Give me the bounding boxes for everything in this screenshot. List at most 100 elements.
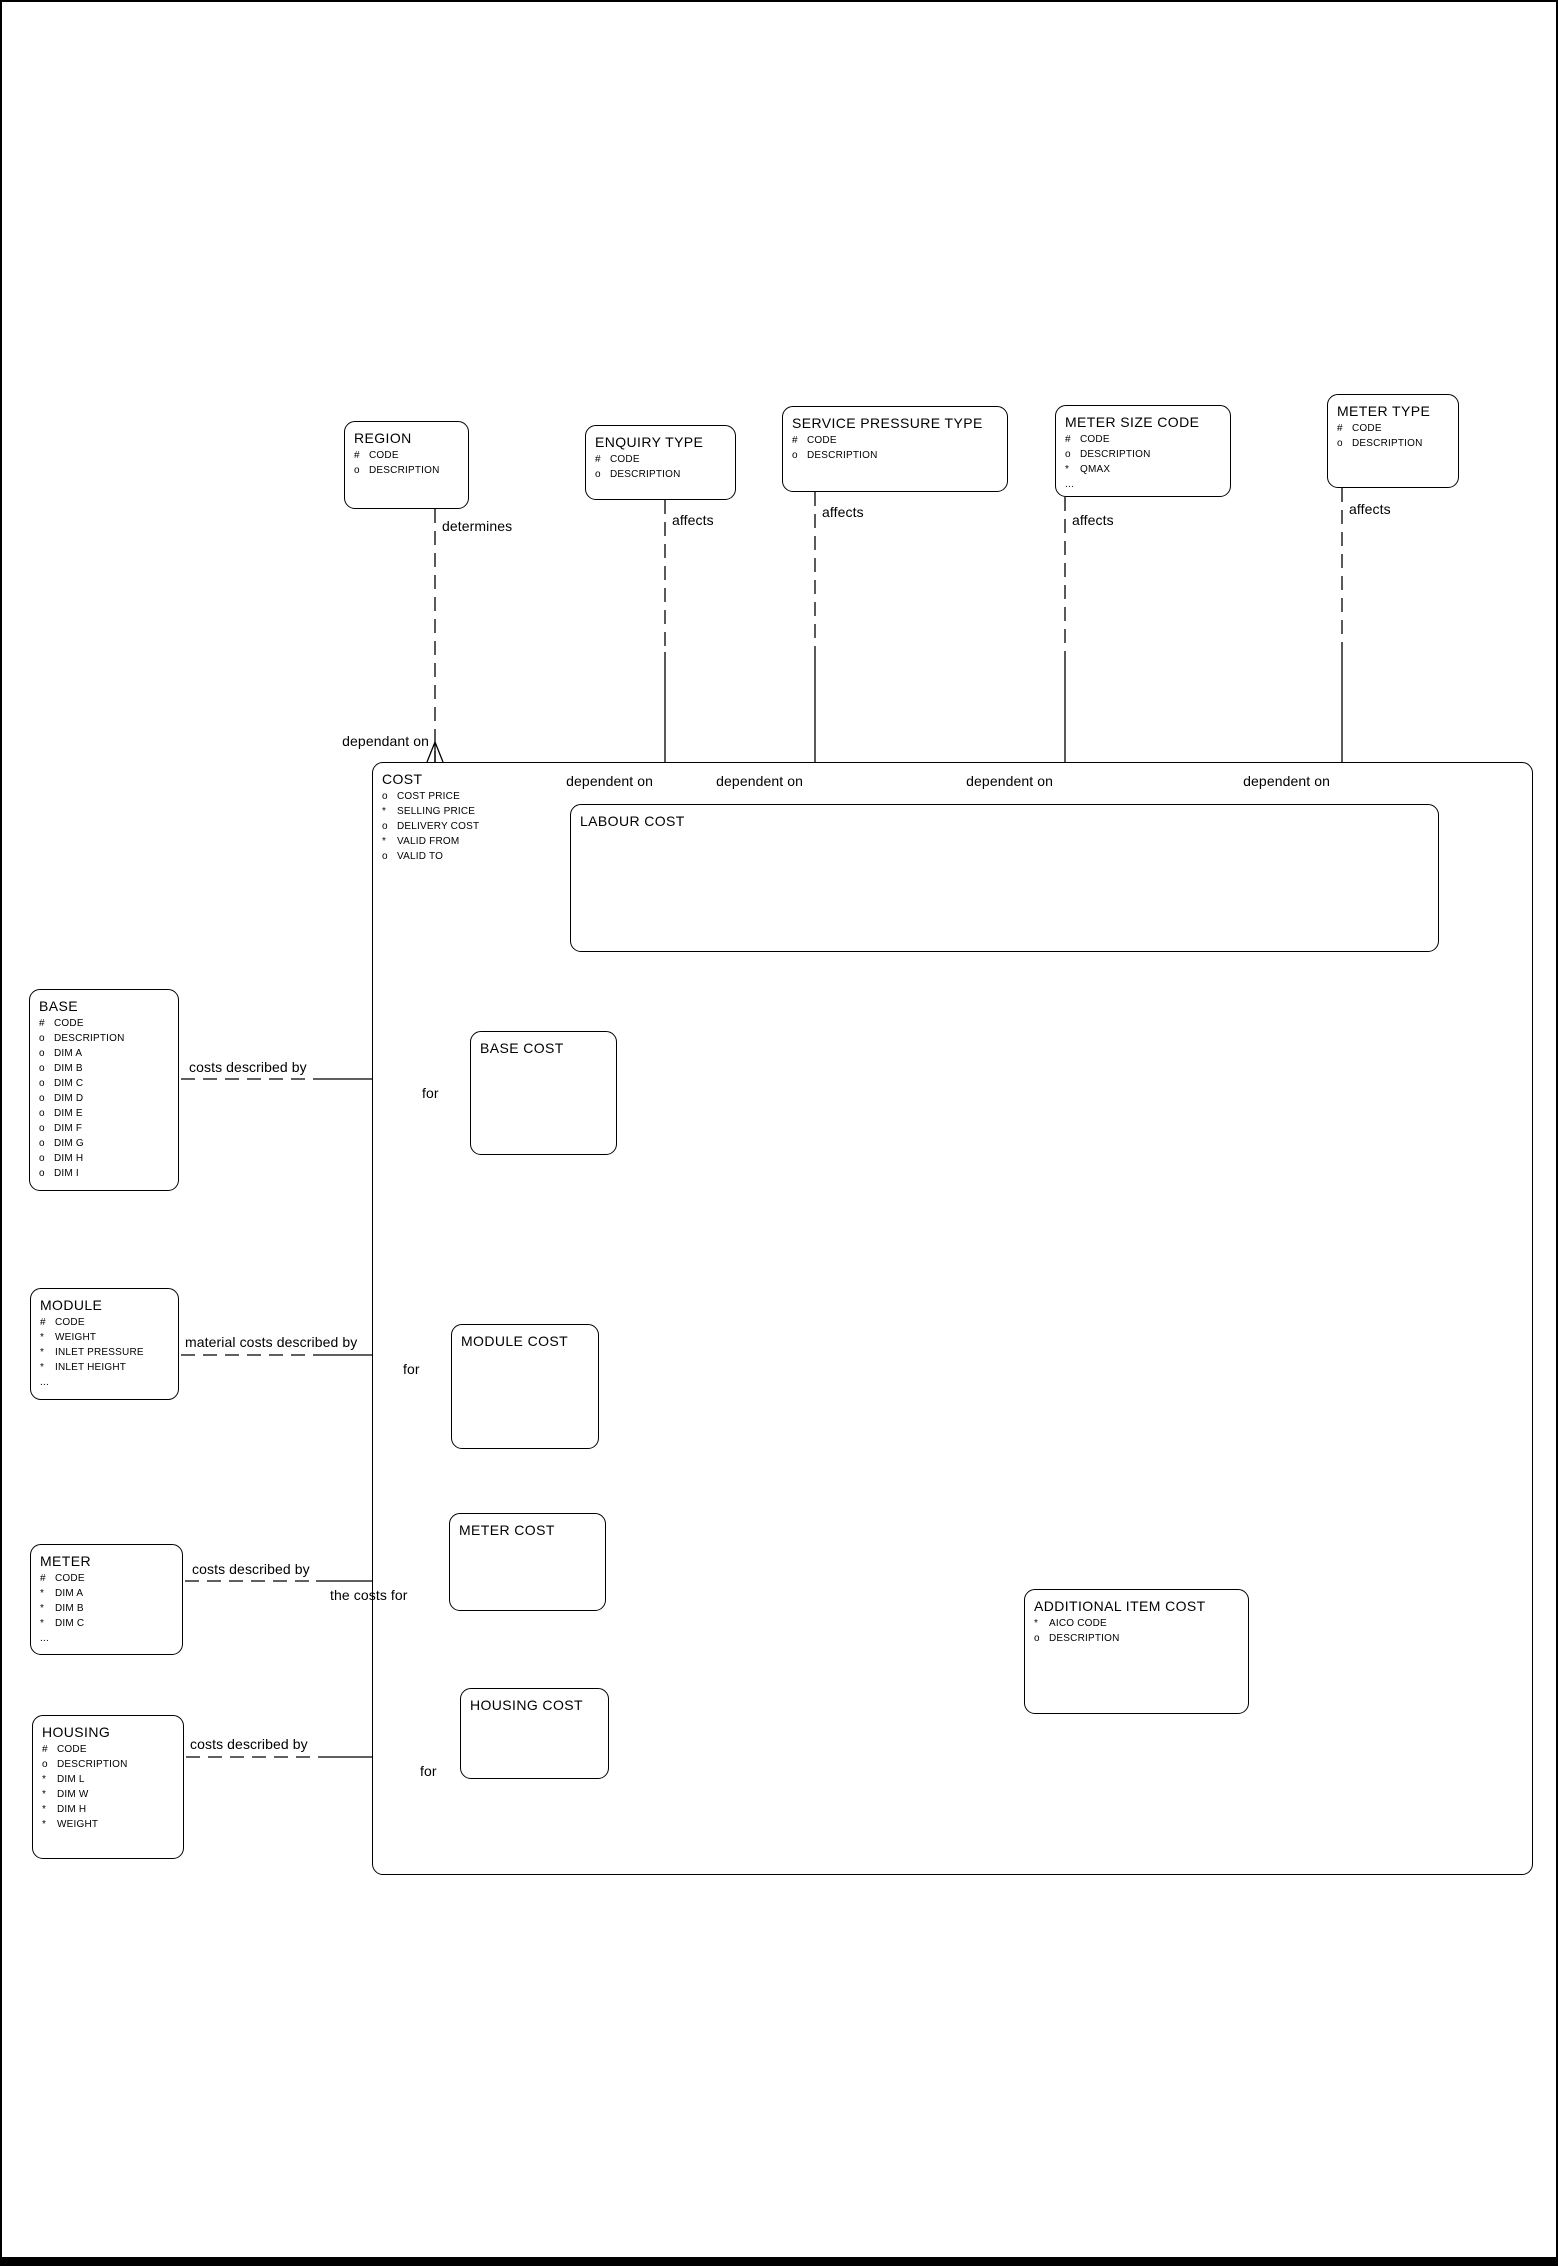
attribute-name: CODE [55,1317,85,1328]
attribute-name: CODE [807,435,837,446]
attribute-name: COST PRICE [397,791,460,802]
entity-attribute: ... [1065,477,1226,492]
attribute-optionality-mark: o [595,469,601,480]
entity-module[interactable]: MODULE#CODE*WEIGHT*INLET PRESSURE*INLET … [30,1288,179,1400]
attribute-name: WEIGHT [55,1332,97,1343]
attribute-name: DIM G [54,1138,84,1149]
attribute-name: DIM B [55,1603,84,1614]
entity-attribute: # CODE [39,1016,174,1031]
attribute-name: SELLING PRICE [397,806,476,817]
entity-title: REGION [354,430,412,446]
entity-title: MODULE COST [461,1333,569,1349]
attribute-optionality-mark: * [40,1347,45,1358]
attribute-optionality-mark: # [792,435,798,446]
entity-title: HOUSING COST [470,1697,583,1713]
attribute-optionality-mark: * [382,836,387,847]
entity-base-cost[interactable]: BASE COST [470,1031,617,1155]
entity-attribute: * DIM H [42,1802,179,1817]
attribute-name: DESCRIPTION [1352,438,1423,449]
attribute-optionality-mark: * [40,1603,45,1614]
attribute-name: DIM E [54,1108,83,1119]
crows-foot-region-cost [426,741,444,763]
attribute-name: WEIGHT [57,1819,99,1830]
attribute-optionality-mark: # [40,1573,46,1584]
attribute-optionality-mark: o [39,1123,45,1134]
relationship-label: for [403,1361,420,1377]
attribute-optionality-mark: # [1337,423,1343,434]
attribute-name: DIM W [57,1789,89,1800]
entity-attribute: ... [40,1631,178,1646]
attribute-name: DIM H [57,1804,87,1815]
attribute-optionality-mark: * [42,1819,47,1830]
entity-attribute: #CODE [595,452,731,467]
attribute-optionality-mark: * [40,1332,45,1343]
entity-title: METER TYPE [1337,403,1431,419]
attribute-name: DIM I [54,1168,79,1179]
attribute-optionality-mark: * [40,1588,45,1599]
attribute-name: CODE [1080,434,1110,445]
entity-attribute: #CODE [1337,421,1454,436]
attribute-name: CODE [54,1018,84,1029]
entity-attribute: *INLET PRESSURE [40,1345,174,1360]
entity-attribute: *QMAX [1065,462,1226,477]
entity-title: ADDITIONAL ITEM COST [1034,1598,1206,1614]
entity-title: ENQUIRY TYPE [595,434,704,450]
entity-meter-cost[interactable]: METER COST [449,1513,606,1611]
relationship-label: for [420,1763,437,1779]
attribute-optionality-mark: * [42,1804,47,1815]
entity-attribute: *DIM A [40,1586,178,1601]
attribute-name: CODE [57,1744,87,1755]
entity-attribute: * WEIGHT [42,1817,179,1832]
attribute-name: DESCRIPTION [1080,449,1151,460]
page-bottom-border [2,2257,1556,2264]
entity-attribute: * WEIGHT [40,1330,174,1345]
attribute-optionality-mark: o [42,1759,48,1770]
entity-attribute: o DESCRIPTION [42,1757,179,1772]
attribute-optionality-mark: o [1034,1633,1040,1644]
entity-title: COST [382,771,423,787]
relationship-label: material costs described by [185,1334,358,1350]
entity-attribute: #CODE [354,448,464,463]
relationship-label: the costs for [330,1587,408,1603]
entity-module-cost[interactable]: MODULE COST [451,1324,599,1449]
attribute-optionality-mark: o [382,791,388,802]
attribute-optionality-mark: o [792,450,798,461]
attribute-optionality-mark: ... [40,1633,49,1644]
attribute-name: DESCRIPTION [1049,1633,1120,1644]
entity-title: SERVICE PRESSURE TYPE [792,415,983,431]
attribute-name: CODE [55,1573,85,1584]
relationship-label: affects [822,504,864,520]
attribute-optionality-mark: ... [40,1377,49,1388]
entity-attribute: *DIM C [40,1616,178,1631]
entity-labour-cost[interactable]: LABOUR COST [570,804,1439,952]
attribute-name: DESCRIPTION [54,1033,125,1044]
entity-meter[interactable]: METER#CODE*DIM A*DIM B*DIM C... [30,1544,183,1655]
attribute-optionality-mark: o [39,1153,45,1164]
entity-attribute: *DIM L [42,1772,179,1787]
entity-attribute: #CODE [40,1315,174,1330]
attribute-name: DIM D [54,1093,84,1104]
entity-attribute: o DESCRIPTION [1034,1631,1244,1646]
entity-attribute: # CODE [792,433,1003,448]
attribute-name: VALID TO [397,851,444,862]
attribute-name: DESCRIPTION [57,1759,128,1770]
attribute-name: DIM L [57,1774,85,1785]
entity-housing-cost[interactable]: HOUSING COST [460,1688,609,1779]
relationship-label: affects [672,512,714,528]
attribute-optionality-mark: # [39,1018,45,1029]
attribute-optionality-mark: # [595,454,601,465]
